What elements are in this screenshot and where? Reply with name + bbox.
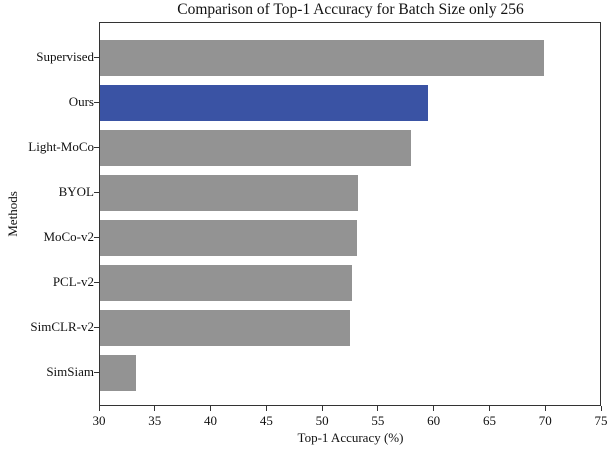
bar-simsiam — [100, 355, 136, 391]
y-tick — [94, 147, 99, 148]
x-tick — [600, 406, 602, 411]
y-tick-label: PCL-v2 — [52, 274, 94, 289]
x-tick-label: 40 — [204, 413, 218, 428]
x-tick — [488, 406, 490, 411]
x-tick — [98, 406, 100, 411]
x-tick — [154, 406, 156, 411]
y-tick — [94, 102, 99, 103]
x-tick-label: 30 — [92, 413, 106, 428]
y-tick — [94, 237, 99, 238]
y-tick — [94, 57, 99, 58]
y-tick — [94, 327, 99, 328]
x-tick-label: 75 — [594, 413, 608, 428]
bar-pcl-v2 — [100, 265, 353, 301]
plot-area — [99, 22, 601, 406]
y-tick — [94, 282, 99, 283]
x-tick — [544, 406, 546, 411]
x-tick-label: 55 — [371, 413, 385, 428]
y-tick-label: Ours — [68, 94, 94, 109]
bar-supervised — [100, 40, 544, 76]
x-axis-label: Top-1 Accuracy (%) — [297, 430, 404, 445]
x-tick-label: 65 — [482, 413, 496, 428]
x-tick-label: 45 — [259, 413, 273, 428]
bar-byol — [100, 175, 358, 211]
y-tick-label: SimSiam — [46, 364, 94, 379]
x-tick — [210, 406, 212, 411]
y-tick — [94, 192, 99, 193]
bar-light-moco — [100, 130, 412, 166]
y-tick-label: BYOL — [58, 184, 94, 199]
y-tick-label: Supervised — [36, 49, 94, 64]
x-tick — [377, 406, 379, 411]
y-tick-label: MoCo-v2 — [43, 229, 94, 244]
bar-ours — [100, 85, 428, 121]
x-tick-label: 35 — [148, 413, 162, 428]
y-axis-label: Methods — [5, 191, 20, 237]
bar-simclr-v2 — [100, 310, 350, 346]
y-tick-label: SimCLR-v2 — [30, 319, 94, 334]
bar-moco-v2 — [100, 220, 357, 256]
chart-title: Comparison of Top-1 Accuracy for Batch S… — [177, 1, 524, 18]
x-tick — [265, 406, 267, 411]
x-tick-label: 70 — [538, 413, 552, 428]
x-tick — [433, 406, 435, 411]
x-tick-label: 60 — [427, 413, 441, 428]
y-tick — [94, 372, 99, 373]
x-tick-label: 50 — [315, 413, 329, 428]
x-tick — [321, 406, 323, 411]
y-tick-label: Light-MoCo — [28, 139, 94, 154]
